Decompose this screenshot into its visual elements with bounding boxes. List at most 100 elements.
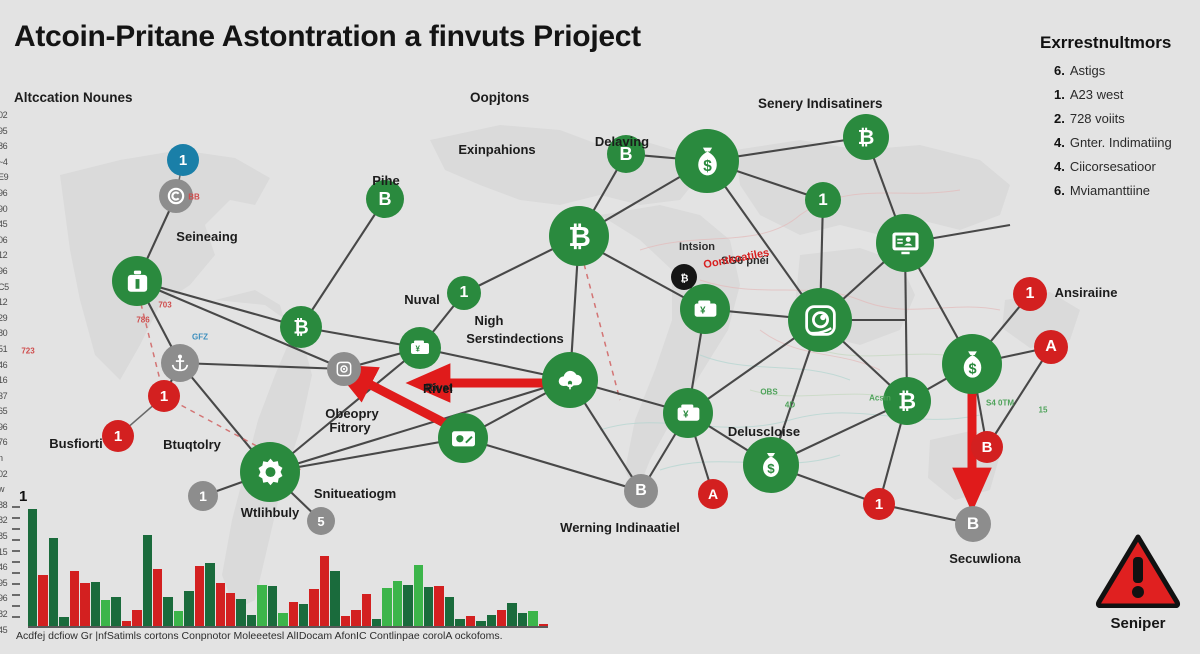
node-label: A	[1045, 338, 1057, 355]
svg-text:₿: ₿	[898, 389, 916, 414]
chart-bar	[184, 590, 194, 626]
gutter-value: 51	[0, 343, 8, 354]
chart-bar	[226, 593, 236, 626]
map-micro-text: SG6 pnéi	[721, 255, 769, 267]
bar-chart: 1 Acdfej dcfiow Gr |nfSatimls cortons Co…	[12, 488, 552, 642]
dollar-icon: $	[755, 449, 787, 481]
chart-bar	[413, 565, 424, 626]
chart-bar	[132, 610, 142, 626]
map-micro-text: OBS	[760, 387, 778, 397]
graph-node-n18[interactable]: $	[675, 129, 739, 193]
graph-node-n25[interactable]: $	[743, 437, 799, 493]
bitcoin-icon: ₿	[289, 315, 313, 339]
chart-bar	[215, 583, 226, 626]
graph-node-n27[interactable]: 1	[805, 182, 841, 218]
graph-node-n5[interactable]: ₿	[280, 306, 322, 348]
chart-y-tick	[12, 506, 20, 508]
map-micro-text: S4 0TM	[985, 398, 1015, 408]
chart-y-tick	[12, 616, 20, 618]
gutter-value: 90	[0, 203, 8, 214]
svg-text:¥: ¥	[416, 345, 421, 354]
graph-node-n26[interactable]: ₿	[843, 114, 889, 160]
graph-node-n23[interactable]: B	[624, 474, 658, 508]
node-label: 1	[459, 284, 469, 301]
graph-node-n20[interactable]: ¥	[680, 284, 730, 334]
scan-icon	[802, 302, 839, 339]
graph-node-n30[interactable]: ₿	[883, 377, 931, 425]
graph-node-n36[interactable]: B	[955, 506, 991, 542]
graph-node-n15[interactable]: 1	[447, 276, 481, 310]
node-label: 1	[113, 427, 123, 445]
bitcoin-icon: ₿	[893, 387, 921, 415]
graph-node-n13[interactable]: ¥	[399, 327, 441, 369]
chart-bar	[59, 617, 69, 626]
chart-bar	[173, 611, 184, 626]
gutter-value: 45	[0, 219, 8, 230]
warning-badge[interactable]: Seniper	[1086, 532, 1190, 632]
node-label: B	[378, 188, 392, 209]
graph-node-n1[interactable]: 1	[167, 144, 199, 176]
chart-bar	[48, 538, 59, 626]
gutter-value: 37	[0, 390, 8, 401]
graph-node-n16[interactable]: ₿	[549, 206, 609, 266]
graph-node-n9[interactable]: 1	[102, 420, 134, 452]
sidebar-item-4[interactable]: 4.Gnter. Indimatiing	[1054, 135, 1200, 150]
bitcoin-icon: ₿	[853, 124, 879, 150]
chart-bar	[517, 612, 528, 626]
chart-bar	[298, 604, 309, 626]
graph-node-n6[interactable]	[327, 352, 361, 386]
arrow-label: Rivel	[423, 382, 453, 396]
graph-node-n2[interactable]	[159, 179, 193, 213]
graph-node-n22[interactable]: ¥	[663, 388, 713, 438]
graph-node-n21[interactable]	[542, 352, 598, 408]
graph-node-n11[interactable]: 1	[188, 481, 218, 511]
wallet-icon: ¥	[408, 336, 432, 360]
graph-node-n3[interactable]	[112, 256, 162, 306]
graph-node-n32[interactable]: $	[942, 334, 1002, 394]
graph-node-n12[interactable]: 5	[307, 507, 335, 535]
graph-node-n8[interactable]: 1	[148, 380, 180, 412]
section-caption-right: Senery Indisatiners	[758, 96, 883, 111]
gutter-value: ~4	[0, 156, 8, 167]
sidebar-item-number: 4.	[1054, 135, 1065, 150]
chart-y-tick	[12, 572, 20, 574]
chart-y-tick	[12, 594, 20, 596]
graph-node-n17[interactable]: B	[607, 135, 645, 173]
alert-triangle-icon	[1095, 534, 1181, 609]
graph-node-n7[interactable]	[161, 344, 199, 382]
graph-node-label: Nuval	[404, 292, 440, 307]
graph-node-n24[interactable]: A	[698, 479, 728, 509]
page-title: Atcoin-Pritane Astontration a finvuts Pr…	[14, 20, 641, 53]
sidebar-item-5[interactable]: 4.Ciicorsesatioor	[1054, 159, 1200, 174]
svg-text:¥: ¥	[700, 305, 706, 316]
sidebar-item-6[interactable]: 6.Mviamanttiine	[1054, 183, 1200, 198]
graph-node-n31[interactable]: 1	[863, 488, 895, 520]
map-micro-text: Acsin	[869, 393, 891, 403]
graph-node-n34[interactable]: A	[1034, 330, 1068, 364]
graph-node-n14[interactable]	[438, 413, 488, 463]
chart-bar	[340, 616, 351, 626]
chart-bar	[121, 621, 132, 626]
sidebar-item-2[interactable]: 1.A23 west	[1054, 87, 1200, 102]
graph-node-n28[interactable]	[876, 214, 934, 272]
graph-node-n10[interactable]	[240, 442, 300, 502]
gutter-value: 95	[0, 125, 8, 136]
chart-corner-label: 1	[19, 488, 28, 505]
gutter-value: 06	[0, 234, 8, 245]
chart-y-tick	[12, 583, 20, 585]
sidebar-item-1[interactable]: 6.Astigs	[1054, 63, 1200, 78]
graph-node-label: Nigh	[474, 313, 504, 328]
sidebar-item-3[interactable]: 2.728 voiits	[1054, 111, 1200, 126]
chart-bar	[80, 583, 90, 626]
graph-node-n35[interactable]: B	[971, 431, 1003, 463]
chart-bar	[257, 584, 267, 626]
graph-node-n4[interactable]: B	[366, 180, 404, 218]
gutter-value: 80	[0, 328, 8, 339]
graph-node-n19[interactable]: ₿	[671, 264, 697, 290]
graph-node-n29[interactable]	[788, 288, 852, 352]
graph-node-label: Serstindections	[466, 331, 564, 346]
graph-node-n33[interactable]: 1	[1013, 277, 1047, 311]
